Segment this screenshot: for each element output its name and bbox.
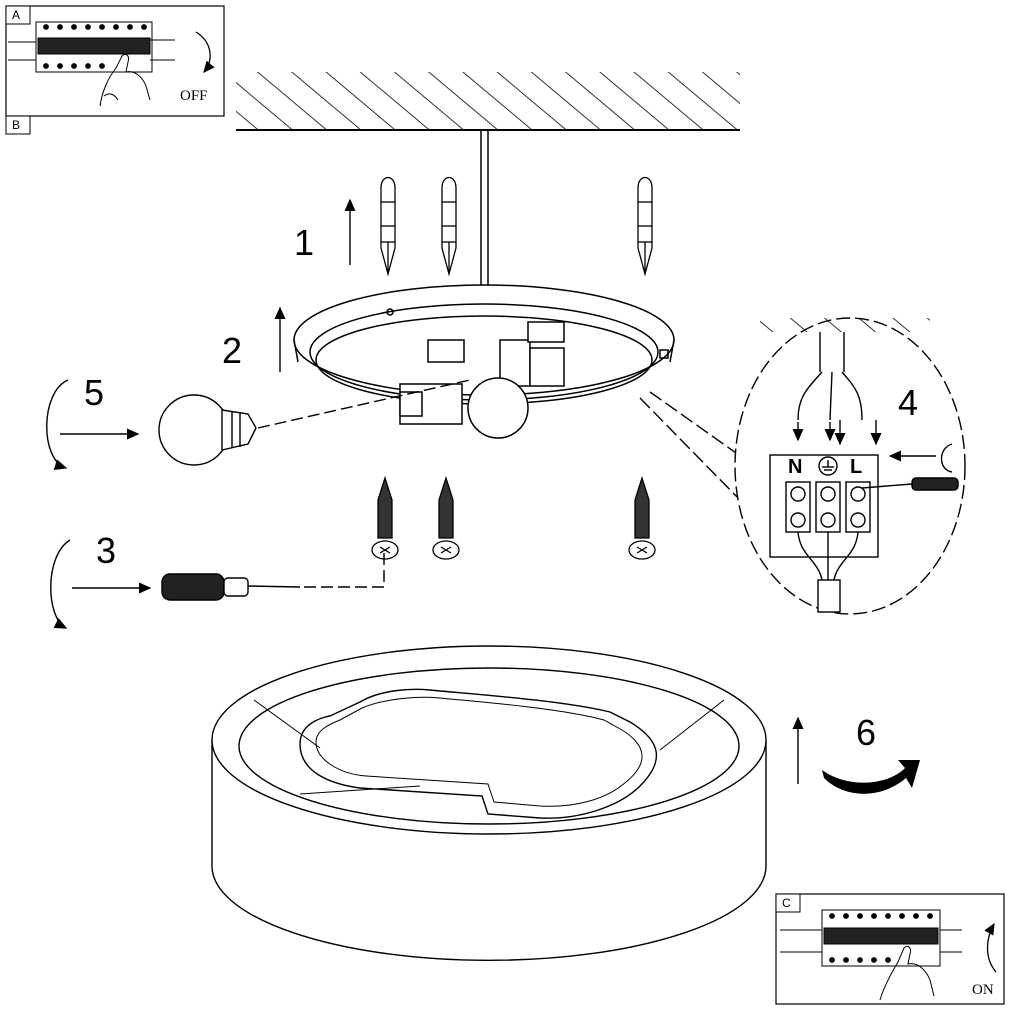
panel-a-switch-off (5, 5, 225, 117)
rotate-arrow-icon (940, 443, 953, 473)
rotate-off-arrow-icon (195, 31, 215, 73)
screw-icon (432, 475, 460, 560)
ceiling (236, 72, 740, 131)
fixture-wires (797, 531, 859, 613)
breaker-panel-illustration (780, 909, 962, 1001)
panel-b-marker (5, 115, 31, 135)
step-5-bulb (46, 379, 471, 471)
rotate-arrow-icon (50, 539, 71, 629)
screw-icon (628, 475, 656, 560)
step-3-screwdriver (50, 539, 385, 629)
shade-mounting-frame (299, 688, 658, 819)
mounting-ring (293, 284, 675, 439)
lamp-shade (211, 645, 767, 962)
wiring-screwdriver-icon (861, 477, 959, 491)
supply-wires (792, 332, 882, 446)
panel-c-state: ON (972, 982, 994, 998)
wall-plugs (380, 176, 653, 277)
light-bulb-icon (158, 394, 230, 466)
lamp-holder-left (399, 339, 465, 425)
rotate-on-arrow-icon (984, 922, 997, 973)
wall-plug-icon (637, 176, 653, 277)
rotate-arrow-icon (46, 379, 69, 471)
panel-a-letter: A (12, 8, 21, 22)
step-4-label: 4 (898, 382, 919, 423)
step-1-label: 1 (294, 222, 315, 263)
earth-ground-icon (818, 456, 838, 476)
screw-icon (371, 475, 399, 560)
supply-cable (480, 130, 489, 292)
terminal-neutral-label: N (788, 456, 803, 478)
step-3-label: 3 (96, 530, 117, 571)
wall-plug-icon (441, 176, 457, 277)
step-2-label: 2 (222, 330, 243, 371)
panel-c-letter: C (782, 896, 791, 910)
panel-b-letter: B (12, 118, 21, 132)
installed-bulb-icon (467, 377, 529, 439)
terminal-screws (785, 481, 871, 533)
wall-plug-icon (380, 176, 396, 277)
screws (371, 475, 656, 560)
panel-a-state: OFF (180, 88, 208, 104)
terminal-live-label: L (850, 456, 863, 478)
twist-arrow-icon (822, 760, 920, 794)
panel-c-switch-on (775, 893, 1005, 1005)
step-5-label: 5 (84, 372, 105, 413)
screwdriver-icon (161, 573, 301, 601)
wiring-detail (639, 317, 966, 615)
step-6-label: 6 (856, 712, 877, 753)
breaker-panel-illustration (8, 21, 175, 107)
